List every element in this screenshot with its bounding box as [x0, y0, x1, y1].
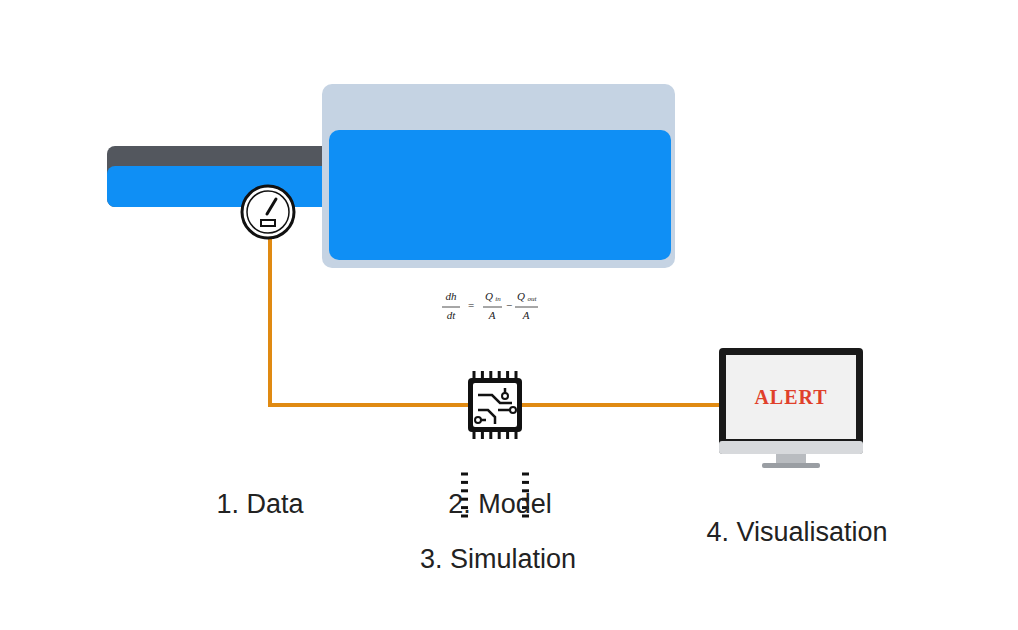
- formula-term: dh: [446, 291, 457, 302]
- chip-pin: [489, 432, 492, 439]
- chip-pin: [473, 371, 476, 378]
- formula-operator: =: [468, 300, 474, 311]
- formula-term: Q: [485, 291, 493, 302]
- step-label: 3. Simulation: [420, 546, 576, 573]
- formula-term: A: [489, 310, 496, 321]
- alert-text: ALERT: [754, 386, 827, 409]
- chip-pin: [506, 432, 509, 439]
- fraction-bar: [442, 307, 460, 308]
- chip-pin: [489, 371, 492, 378]
- chip-pin: [498, 432, 501, 439]
- chip-pin: [461, 473, 468, 476]
- formula-subscript: out: [528, 296, 537, 303]
- step-label: 4. Visualisation: [706, 519, 887, 546]
- chip-pin: [498, 371, 501, 378]
- chip-pin: [522, 481, 529, 484]
- chip-pin: [506, 371, 509, 378]
- pipe-water: [107, 166, 347, 207]
- chip-pin: [473, 432, 476, 439]
- chip-pin: [461, 481, 468, 484]
- formula-term: Q: [517, 291, 525, 302]
- fraction-bar: [515, 307, 538, 308]
- formula-operator: −: [506, 300, 512, 311]
- formula-term: dt: [447, 310, 456, 321]
- chip-pin: [481, 432, 484, 439]
- formula-term: A: [523, 310, 530, 321]
- fraction-bar: [483, 307, 502, 308]
- pipe-wall: [107, 146, 347, 207]
- chip-pin: [481, 371, 484, 378]
- monitor-symbol: [719, 348, 863, 468]
- step-label: 2. Model: [448, 491, 552, 518]
- chip-pin: [522, 473, 529, 476]
- step-label: 1. Data: [216, 491, 303, 518]
- tank-wall: [322, 84, 675, 268]
- gauge-symbol: [242, 186, 294, 238]
- chip-pin: [515, 432, 518, 439]
- chip-pin: [515, 371, 518, 378]
- tank-water: [329, 130, 671, 260]
- formula-subscript: in: [495, 296, 500, 303]
- monitor-screen: ALERT: [726, 355, 856, 439]
